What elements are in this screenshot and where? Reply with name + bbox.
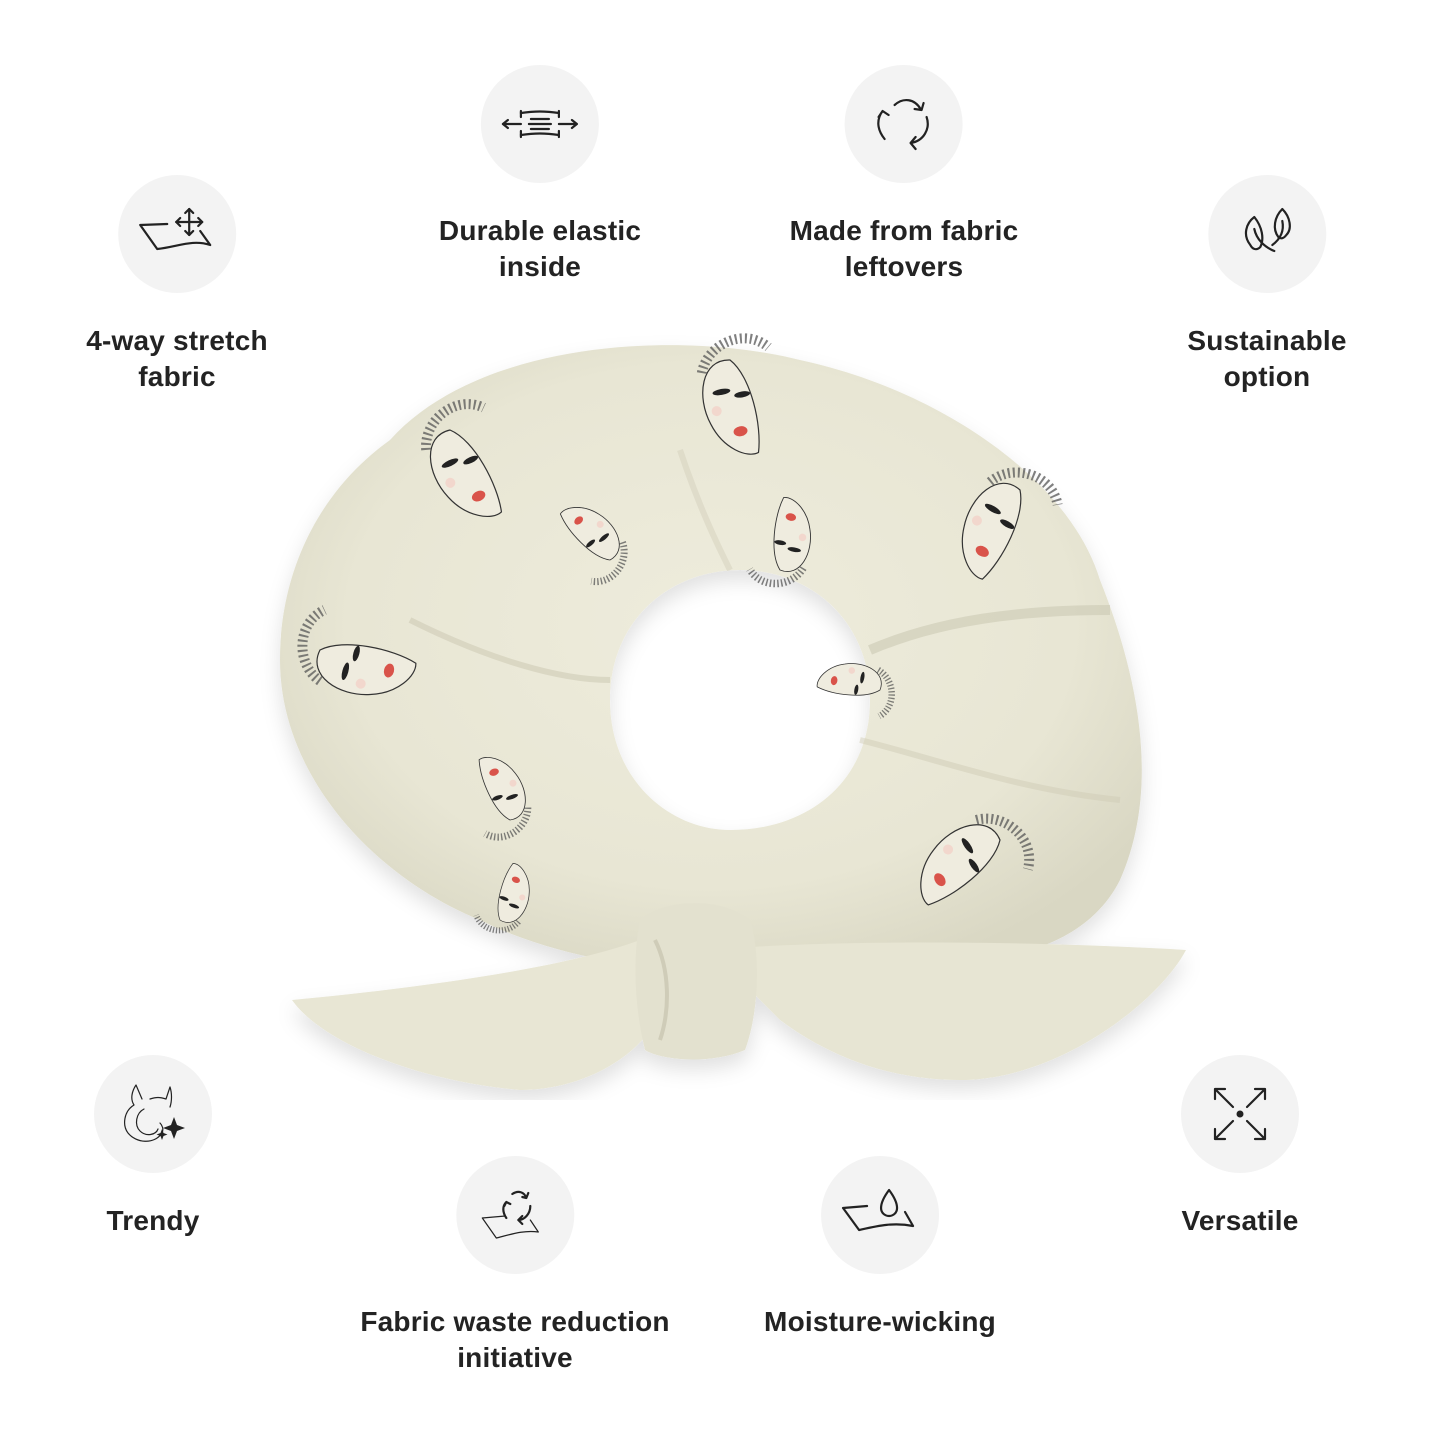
feature-label-line1: Made from fabric [789, 215, 1019, 246]
feature-four-way-stretch: 4-way stretch fabric [86, 175, 268, 395]
four-way-stretch-icon [117, 175, 236, 293]
feature-label-line1: Trendy [106, 1205, 200, 1236]
feature-fabric-waste-reduction: Fabric waste reduction initiative [360, 1156, 669, 1376]
feature-label-line2: leftovers [844, 251, 964, 282]
elastic-stretch-icon [480, 65, 599, 183]
water-drop-fabric-icon [820, 1156, 939, 1274]
feature-versatile: Versatile [1181, 1055, 1299, 1239]
feature-label-line1: Fabric waste reduction [360, 1306, 670, 1337]
fabric-recycle-icon [456, 1156, 574, 1274]
feature-label-line1: Moisture-wicking [764, 1306, 996, 1337]
feature-moisture-wicking: Moisture-wicking [764, 1156, 996, 1340]
feature-sustainable: Sustainable option [1187, 175, 1346, 395]
feature-label-line1: Durable elastic [438, 215, 642, 246]
feature-label-line2: initiative [457, 1342, 573, 1373]
feature-label-line1: Versatile [1181, 1205, 1299, 1236]
expand-arrows-icon [1181, 1055, 1299, 1173]
feature-label-line2: inside [498, 251, 582, 282]
feature-fabric-leftovers: Made from fabric leftovers [790, 65, 1019, 285]
feature-label-line1: Sustainable [1187, 325, 1347, 356]
feature-label-line2: option [1223, 361, 1311, 392]
scrunchie-product-image [260, 320, 1200, 1100]
feature-durable-elastic: Durable elastic inside [439, 65, 641, 285]
recycle-icon [845, 65, 963, 183]
feature-label-line2: fabric [138, 361, 216, 392]
leaves-icon [1207, 175, 1326, 293]
feature-label-line1: 4-way stretch [86, 325, 268, 356]
feature-trendy: Trendy [94, 1055, 212, 1239]
scrunchie-sparkle-icon [94, 1055, 212, 1173]
